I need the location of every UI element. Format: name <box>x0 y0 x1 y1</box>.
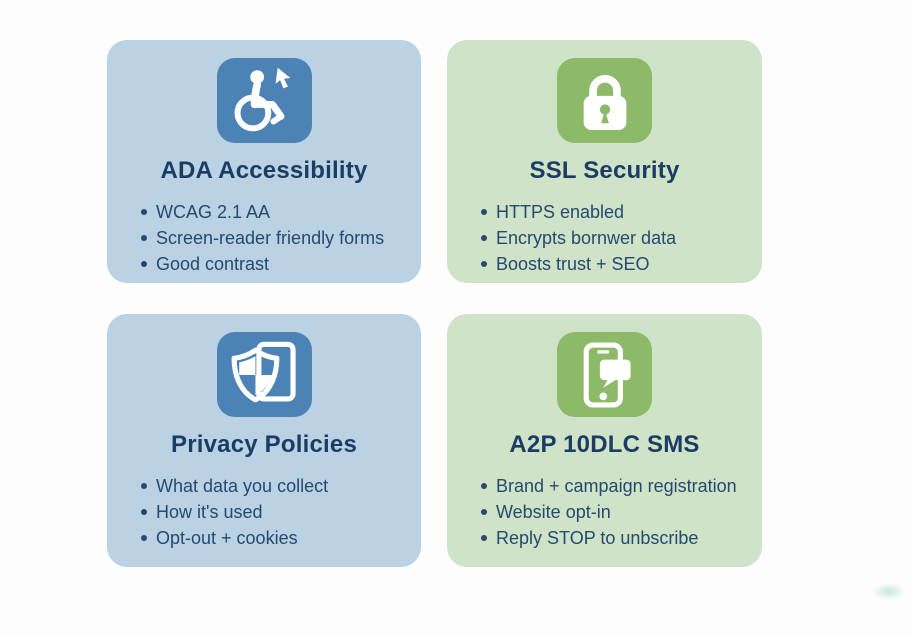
privacy-icon-badge <box>216 332 312 417</box>
bullet-text: Encrypts bornwer data <box>496 228 677 248</box>
bullet-text: HTTPS enabled <box>496 202 625 222</box>
bullet-dot <box>141 509 147 515</box>
bullet-text: Reply STOP to unbscribe <box>496 528 699 548</box>
watermark-smudge <box>872 583 906 600</box>
bullet-item: Opt-out + cookies <box>141 525 328 551</box>
shield-document-icon <box>231 341 296 402</box>
card-ssl-security: SSL Security HTTPS enabled Encrypts born… <box>447 40 762 283</box>
bullet-dot <box>481 209 487 215</box>
bullet-dot <box>481 535 487 541</box>
bullet-text: What data you collect <box>156 476 329 496</box>
card-title: A2P 10DLC SMS <box>509 431 700 458</box>
bullet-dot <box>481 509 487 515</box>
card-title: SSL Security <box>529 157 680 184</box>
bullet-text: Boosts trust + SEO <box>496 254 650 274</box>
bullet-item: Screen-reader friendly forms <box>141 225 384 251</box>
bullet-list: Brand + campaign registration Website op… <box>447 473 747 551</box>
card-title: ADA Accessibility <box>160 157 368 184</box>
bullet-dot <box>141 261 147 267</box>
bullet-item: How it's used <box>141 499 328 525</box>
bullet-dot <box>481 235 487 241</box>
bullet-item: Encrypts bornwer data <box>481 225 676 251</box>
bullet-item: Brand + campaign registration <box>481 473 737 499</box>
bullet-text: Good contrast <box>156 254 270 274</box>
bullet-text: Brand + campaign registration <box>496 476 737 496</box>
bullet-dot <box>481 483 487 489</box>
bullet-text: WCAG 2.1 AA <box>156 202 271 222</box>
card-ada-accessibility: ADA Accessibility WCAG 2.1 AA Screen-rea… <box>107 40 421 283</box>
padlock-icon <box>583 74 626 130</box>
wheelchair-cursor-icon <box>234 67 291 131</box>
bullet-list: What data you collect How it's used Opt-… <box>107 473 338 551</box>
card-title: Privacy Policies <box>171 431 357 458</box>
bullet-text: Screen-reader friendly forms <box>156 228 385 248</box>
bullet-dot <box>481 261 487 267</box>
ssl-icon-badge <box>557 58 652 143</box>
sms-icon-badge <box>557 332 652 417</box>
bullet-item: Website opt-in <box>481 499 737 525</box>
bullet-list: WCAG 2.1 AA Screen-reader friendly forms… <box>107 199 394 277</box>
ada-icon-badge <box>216 58 312 143</box>
bullet-dot <box>141 483 147 489</box>
bullet-text: Website opt-in <box>496 502 611 522</box>
phone-chat-bubble-icon <box>583 342 631 407</box>
bullet-list: HTTPS enabled Encrypts bornwer data Boos… <box>447 199 686 277</box>
bullet-text: How it's used <box>156 502 263 522</box>
bullet-item: HTTPS enabled <box>481 199 676 225</box>
bullet-dot <box>141 535 147 541</box>
bullet-item: WCAG 2.1 AA <box>141 199 384 225</box>
bullet-item: Good contrast <box>141 251 384 277</box>
bullet-item: What data you collect <box>141 473 328 499</box>
bullet-item: Boosts trust + SEO <box>481 251 676 277</box>
bullet-dot <box>141 235 147 241</box>
card-privacy-policies: Privacy Policies What data you collect H… <box>107 314 421 567</box>
bullet-text: Opt-out + cookies <box>156 528 298 548</box>
bullet-dot <box>141 209 147 215</box>
bullet-item: Reply STOP to unbscribe <box>481 525 737 551</box>
card-a2p-10dlc-sms: A2P 10DLC SMS Brand + campaign registrat… <box>447 314 762 567</box>
